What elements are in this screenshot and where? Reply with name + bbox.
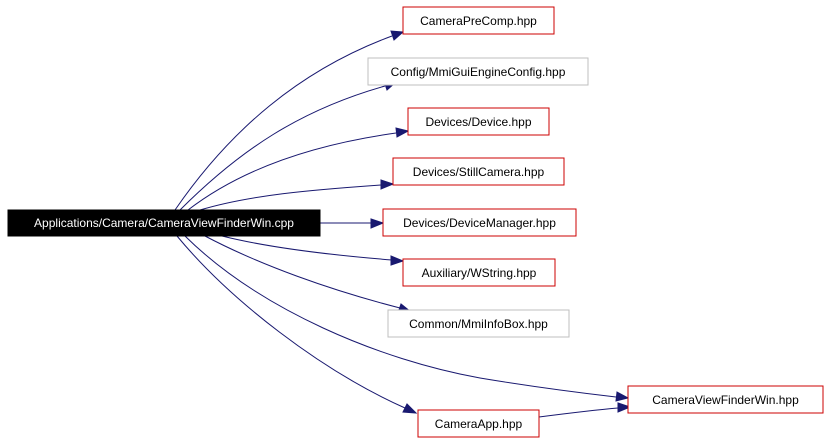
node-box xyxy=(407,107,550,136)
arrowhead-camera-app-to-camera-view-finder-win xyxy=(617,402,632,413)
node-box xyxy=(402,6,555,35)
edge-camera-app-to-camera-view-finder-win xyxy=(538,407,619,418)
edge-root-to-mmi-gui-engine-config xyxy=(179,85,386,211)
arrowhead-devices-device-manager xyxy=(370,218,385,229)
node-common-mmi-info-box[interactable]: Common/MmiInfoBox.hpp xyxy=(387,309,570,338)
edge-root-to-auxiliary-wstring xyxy=(221,235,393,261)
node-label: Auxiliary/WString.hpp xyxy=(422,266,537,280)
edge-root-to-camera-pre-comp xyxy=(174,35,393,211)
node-devices-still-camera[interactable]: Devices/StillCamera.hpp xyxy=(392,157,565,186)
node-box xyxy=(402,258,556,287)
node-label: Config/MmiGuiEngineConfig.hpp xyxy=(391,65,566,79)
node-label: CameraPreComp.hpp xyxy=(420,14,537,28)
node-label: CameraApp.hpp xyxy=(435,417,523,431)
edge-root-to-devices-device xyxy=(187,132,397,211)
node-devices-device[interactable]: Devices/Device.hpp xyxy=(407,107,550,136)
node-devices-device-manager[interactable]: Devices/DeviceManager.hpp xyxy=(382,208,577,237)
arrowhead-devices-still-camera xyxy=(380,179,395,190)
node-camera-app[interactable]: CameraApp.hpp xyxy=(417,409,540,438)
edge-root-to-camera-view-finder-win xyxy=(184,235,617,398)
node-box xyxy=(367,57,589,86)
edge-root-to-devices-still-camera xyxy=(199,184,382,211)
arrowhead-camera-pre-comp xyxy=(390,30,405,41)
node-box xyxy=(627,385,824,414)
node-camera-pre-comp[interactable]: CameraPreComp.hpp xyxy=(402,6,555,35)
node-label: Devices/DeviceManager.hpp xyxy=(403,216,556,230)
node-box xyxy=(382,208,577,237)
node-label: CameraViewFinderWin.hpp xyxy=(652,393,799,407)
node-mmi-gui-engine-config[interactable]: Config/MmiGuiEngineConfig.hpp xyxy=(367,57,589,86)
arrowhead-camera-app xyxy=(402,403,418,414)
root-node-label: Applications/Camera/CameraViewFinderWin.… xyxy=(34,216,294,230)
root-node-box xyxy=(7,209,321,237)
node-label: Devices/StillCamera.hpp xyxy=(413,165,545,179)
node-label: Devices/Device.hpp xyxy=(425,115,531,129)
node-box xyxy=(417,409,540,438)
arrowhead-auxiliary-wstring xyxy=(390,255,405,266)
edge-root-to-camera-app xyxy=(176,235,406,409)
node-box xyxy=(387,309,570,338)
arrowhead-camera-view-finder-win xyxy=(615,391,630,402)
arrowhead-devices-device xyxy=(395,127,410,138)
edge-root-to-common-mmi-info-box xyxy=(204,235,401,309)
root-node[interactable]: Applications/Camera/CameraViewFinderWin.… xyxy=(7,209,321,237)
node-camera-view-finder-win[interactable]: CameraViewFinderWin.hpp xyxy=(627,385,824,414)
node-label: Common/MmiInfoBox.hpp xyxy=(409,317,548,331)
node-auxiliary-wstring[interactable]: Auxiliary/WString.hpp xyxy=(402,258,556,287)
node-box xyxy=(392,157,565,186)
